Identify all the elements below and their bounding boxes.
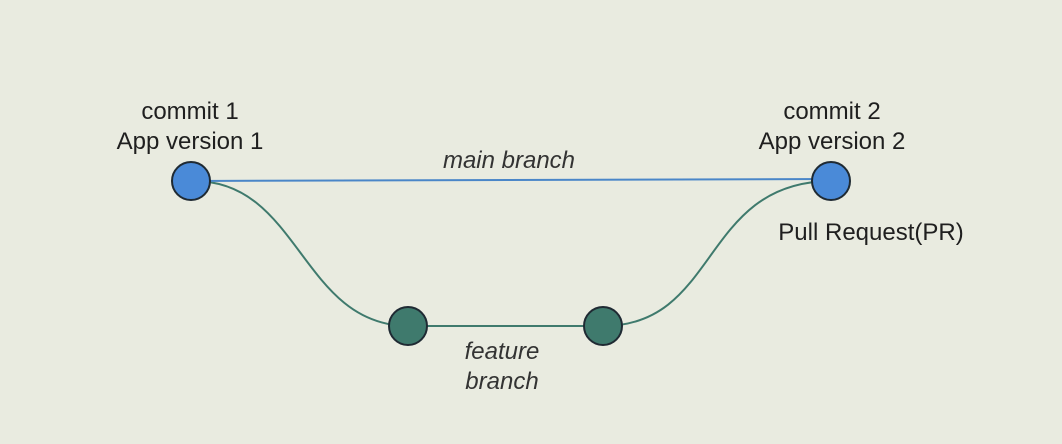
commit-2-title: commit 2	[783, 98, 881, 125]
pull-request-label: Pull Request(PR)	[778, 219, 964, 246]
commit-2-subtitle: App version 2	[758, 128, 906, 155]
commit-1-subtitle: App version 1	[116, 128, 264, 155]
feature-branch-line	[190, 179, 832, 327]
commit-2-node	[811, 161, 851, 201]
commit-1-label: commit 1 App version 1	[90, 97, 290, 157]
feature-commit-node-2	[583, 306, 623, 346]
feature-commit-node-1	[388, 306, 428, 346]
feature-branch-label: feature branch	[402, 337, 602, 397]
commit-2-label: commit 2 App version 2	[732, 97, 932, 157]
main-branch-label: main branch	[442, 147, 576, 174]
commit-1-node	[171, 161, 211, 201]
feature-branch-label-line2: branch	[465, 368, 539, 395]
feature-branch-label-line1: feature	[464, 338, 540, 365]
commit-1-title: commit 1	[141, 98, 239, 125]
main-branch-line	[190, 178, 832, 182]
